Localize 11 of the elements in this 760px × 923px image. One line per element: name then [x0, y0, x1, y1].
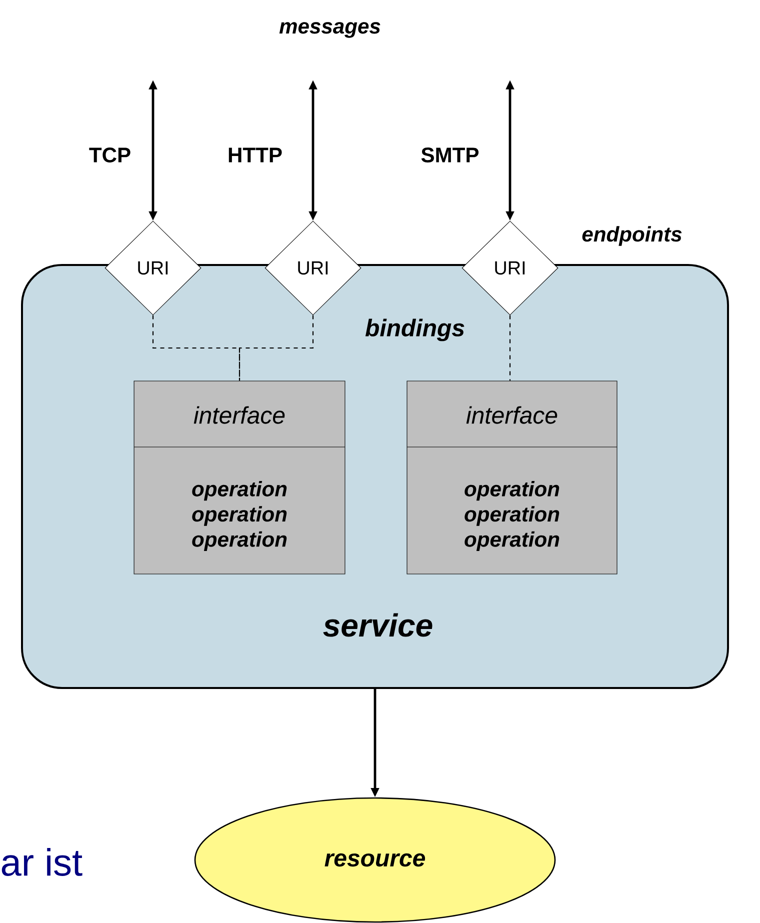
edge-label: SMTP — [421, 148, 479, 162]
annotation-text: bindings — [365, 318, 464, 342]
edge-label: TCP — [89, 148, 130, 162]
interface-box: interface operation operation operation — [134, 380, 346, 574]
edge-label: HTTP — [228, 148, 282, 162]
heading-text: messages — [279, 22, 380, 38]
slide-text: ar ist — [2, 848, 82, 876]
interface-box: interface operation operation operation — [406, 380, 618, 574]
connector — [238, 315, 314, 381]
connector — [509, 315, 511, 381]
annotation-text: endpoints — [582, 226, 682, 246]
